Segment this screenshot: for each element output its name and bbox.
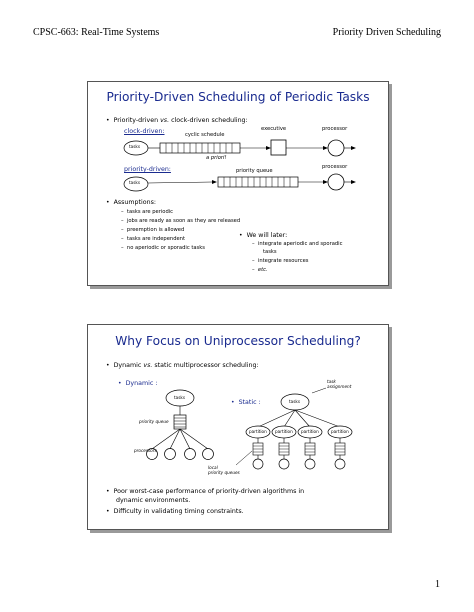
- processor-label-1: processor: [322, 126, 348, 132]
- page-number: 1: [435, 579, 440, 590]
- local-queues-label-2: priority queues: [208, 470, 240, 475]
- tasks-cloud-icon-2: [123, 176, 149, 192]
- static-label: • Static :: [231, 399, 261, 406]
- tasks-cloud-label-1: tasks: [129, 144, 140, 149]
- slide-priority-driven-scheduling: Priority-Driven Scheduling of Periodic T…: [87, 81, 389, 286]
- slide-title: Why Focus on Uniprocessor Scheduling?: [115, 334, 361, 348]
- a-priori-label: a priori!: [206, 155, 227, 161]
- bullet-1: • Dynamic vs. static multiprocessor sche…: [106, 362, 259, 369]
- later-item-cont: tasks: [263, 249, 277, 255]
- dynamic-processor: [146, 448, 158, 460]
- processors-label: processors: [134, 448, 157, 453]
- executive-box: [270, 139, 287, 156]
- assumptions-heading: • Assumptions:: [106, 199, 157, 206]
- tasks-cloud-label-2: tasks: [129, 180, 140, 185]
- static-processor: [252, 458, 264, 470]
- dynamic-tasks-cloud-label: tasks: [174, 395, 185, 400]
- bullet-3: • Difficulty in validating timing constr…: [106, 508, 244, 515]
- clock-driven-label: clock-driven:: [124, 128, 165, 135]
- dynamic-processor: [184, 448, 196, 460]
- later-item: – integrate aperiodic and sporadic: [252, 241, 343, 247]
- priority-queue-label: priority queue: [139, 419, 169, 424]
- task-assignment-label-1: task: [327, 379, 336, 384]
- bullet-1: • Priority-driven vs. clock-driven sched…: [106, 117, 248, 124]
- later-item: – etc.: [252, 267, 268, 273]
- priority-driven-label: priority-driven:: [124, 166, 171, 173]
- later-item: – integrate resources: [252, 258, 309, 264]
- bullet-2: • Poor worst-case performance of priorit…: [106, 488, 305, 495]
- dynamic-label: • Dynamic :: [118, 380, 158, 387]
- bullet-2-cont: dynamic environments.: [116, 497, 191, 504]
- static-processor: [304, 458, 316, 470]
- priority-queue-label: priority queue: [236, 168, 273, 174]
- slide-title: Priority-Driven Scheduling of Periodic T…: [106, 90, 370, 104]
- dynamic-processor: [202, 448, 214, 460]
- assumption-item: – no aperiodic or sporadic tasks: [121, 245, 205, 251]
- processor-2: [327, 173, 345, 191]
- assumption-item: – tasks are independent: [121, 236, 186, 242]
- slide-uniprocessor-scheduling: Why Focus on Uniprocessor Scheduling?: [87, 324, 389, 530]
- page-header-left: CPSC-663: Real-Time Systems: [33, 27, 160, 38]
- partition-label: partition: [249, 429, 267, 434]
- assumption-item: – jobs are ready as soon as they are rel…: [121, 218, 241, 224]
- static-processor: [278, 458, 290, 470]
- task-assignment-label-2: assignment: [327, 384, 352, 389]
- partition-label: partition: [275, 429, 293, 434]
- local-queues-label-1: local: [208, 465, 218, 470]
- page-header-right: Priority Driven Scheduling: [332, 27, 441, 38]
- executive-label: executive: [261, 126, 287, 132]
- static-tasks-cloud-label: tasks: [289, 399, 300, 404]
- processor-1: [327, 139, 345, 157]
- later-heading: • We will later:: [239, 232, 288, 239]
- assumption-item: – tasks are periodic: [121, 209, 174, 215]
- dynamic-processor: [164, 448, 176, 460]
- partition-label: partition: [331, 429, 349, 434]
- cyclic-schedule-label: cyclic schedule: [185, 132, 225, 138]
- processor-label-2: processor: [322, 164, 348, 170]
- partition-label: partition: [301, 429, 319, 434]
- static-processor: [334, 458, 346, 470]
- scheduling-diagram: [123, 139, 356, 192]
- assumption-item: – preemption is allowed: [121, 227, 185, 233]
- multiprocessor-diagram: [146, 387, 353, 470]
